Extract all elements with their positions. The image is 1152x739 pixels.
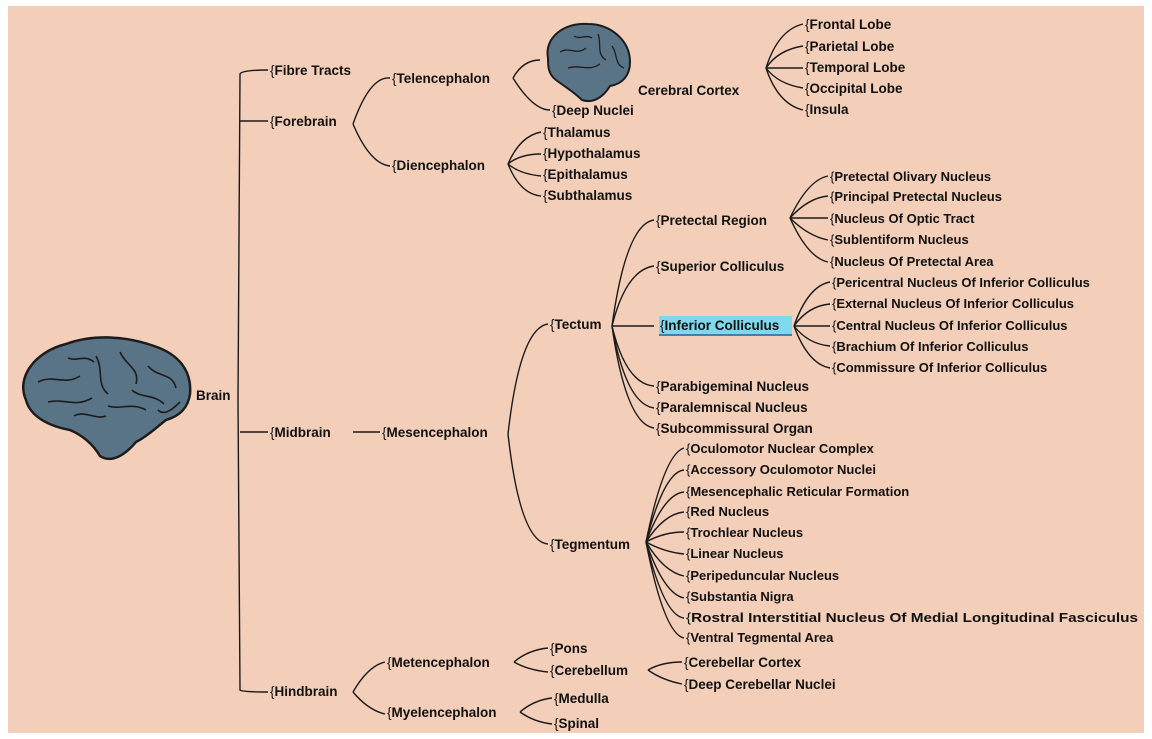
node-deep-cerebellar-nuclei: {Deep Cerebellar Nuclei xyxy=(684,677,836,692)
node-pretectal-region: {Pretectal Region xyxy=(656,213,767,228)
node-epithalamus: {Epithalamus xyxy=(543,167,628,182)
node-pericentral-nucleus-ic: {Pericentral Nucleus Of Inferior Collicu… xyxy=(832,275,1090,290)
node-fibre-tracts: {Fibre Tracts xyxy=(270,63,351,78)
node-linear-nucleus: {Linear Nucleus xyxy=(686,546,784,561)
node-inferior-colliculus: {Inferior Colliculus xyxy=(660,318,779,333)
node-temporal-lobe: {Temporal Lobe xyxy=(805,60,906,75)
node-deep-nuclei: {Deep Nuclei xyxy=(552,103,634,118)
connector-lines xyxy=(237,23,831,725)
node-brain: Brain xyxy=(196,388,231,403)
node-red-nucleus: {Red Nucleus xyxy=(686,504,769,519)
node-thalamus: {Thalamus xyxy=(543,125,611,140)
node-principal-pretectal-nucleus: {Principal Pretectal Nucleus xyxy=(830,189,1002,204)
node-mesencephalon: {Mesencephalon xyxy=(382,425,488,440)
node-external-nucleus-ic: {External Nucleus Of Inferior Colliculus xyxy=(832,296,1074,311)
node-metencephalon: {Metencephalon xyxy=(387,655,490,670)
node-peripeduncular-nucleus: {Peripeduncular Nucleus xyxy=(686,568,839,583)
node-nucleus-of-optic-tract: {Nucleus Of Optic Tract xyxy=(830,211,975,226)
node-superior-colliculus: {Superior Colliculus xyxy=(656,259,784,274)
node-oculomotor-nuclear-complex: {Oculomotor Nuclear Complex xyxy=(686,441,875,456)
node-brachium-ic: {Brachium Of Inferior Colliculus xyxy=(832,339,1028,354)
node-subthalamus: {Subthalamus xyxy=(543,188,632,203)
node-myelencephalon: {Myelencephalon xyxy=(387,705,497,720)
node-parabigeminal-nucleus: {Parabigeminal Nucleus xyxy=(656,379,809,394)
node-midbrain: {Midbrain xyxy=(270,425,331,440)
node-tegmentum: {Tegmentum xyxy=(550,537,630,552)
node-rostral-interstitial-nucleus: {Rostral Interstitial Nucleus Of Medial … xyxy=(686,610,1138,625)
node-cerebral-cortex: Cerebral Cortex xyxy=(638,83,740,98)
node-tectum: {Tectum xyxy=(550,317,602,332)
node-pons: {Pons xyxy=(550,641,588,656)
brain-hierarchy-diagram: Brain {Fibre Tracts {Forebrain {Midbrain… xyxy=(8,6,1144,733)
node-spinal: {Spinal xyxy=(554,716,599,731)
node-forebrain: {Forebrain xyxy=(270,114,337,129)
node-accessory-oculomotor-nuclei: {Accessory Oculomotor Nuclei xyxy=(686,462,876,477)
node-hypothalamus: {Hypothalamus xyxy=(543,146,641,161)
node-sublentiform-nucleus: {Sublentiform Nucleus xyxy=(830,232,969,247)
node-cerebellar-cortex: {Cerebellar Cortex xyxy=(684,655,802,670)
node-subcommissural-organ: {Subcommissural Organ xyxy=(656,421,813,436)
highlight-inferior-colliculus xyxy=(659,316,792,335)
node-parietal-lobe: {Parietal Lobe xyxy=(805,39,895,54)
node-hindbrain: {Hindbrain xyxy=(270,684,338,699)
node-occipital-lobe: {Occipital Lobe xyxy=(805,81,903,96)
node-nucleus-of-pretectal-area: {Nucleus Of Pretectal Area xyxy=(830,254,994,269)
node-ventral-tegmental-area: {Ventral Tegmental Area xyxy=(686,630,834,645)
node-commissure-ic: {Commissure Of Inferior Colliculus xyxy=(832,360,1047,375)
node-central-nucleus-ic: {Central Nucleus Of Inferior Colliculus xyxy=(832,318,1068,333)
node-diencephalon: {Diencephalon xyxy=(392,158,485,173)
node-substantia-nigra: {Substantia Nigra xyxy=(686,589,794,604)
node-cerebellum: {Cerebellum xyxy=(550,663,628,678)
node-frontal-lobe: {Frontal Lobe xyxy=(805,17,892,32)
node-mesencephalic-reticular-formation: {Mesencephalic Reticular Formation xyxy=(686,484,909,499)
small-brain-icon xyxy=(546,22,632,102)
diagram-background xyxy=(8,6,1144,733)
large-brain-icon xyxy=(22,336,192,461)
node-telencephalon: {Telencephalon xyxy=(392,71,490,86)
node-pretectal-olivary-nucleus: {Pretectal Olivary Nucleus xyxy=(830,169,991,184)
node-insula: {Insula xyxy=(805,102,849,117)
node-trochlear-nucleus: {Trochlear Nucleus xyxy=(686,525,803,540)
node-medulla: {Medulla xyxy=(554,691,609,706)
node-paralemniscal-nucleus: {Paralemniscal Nucleus xyxy=(656,400,808,415)
